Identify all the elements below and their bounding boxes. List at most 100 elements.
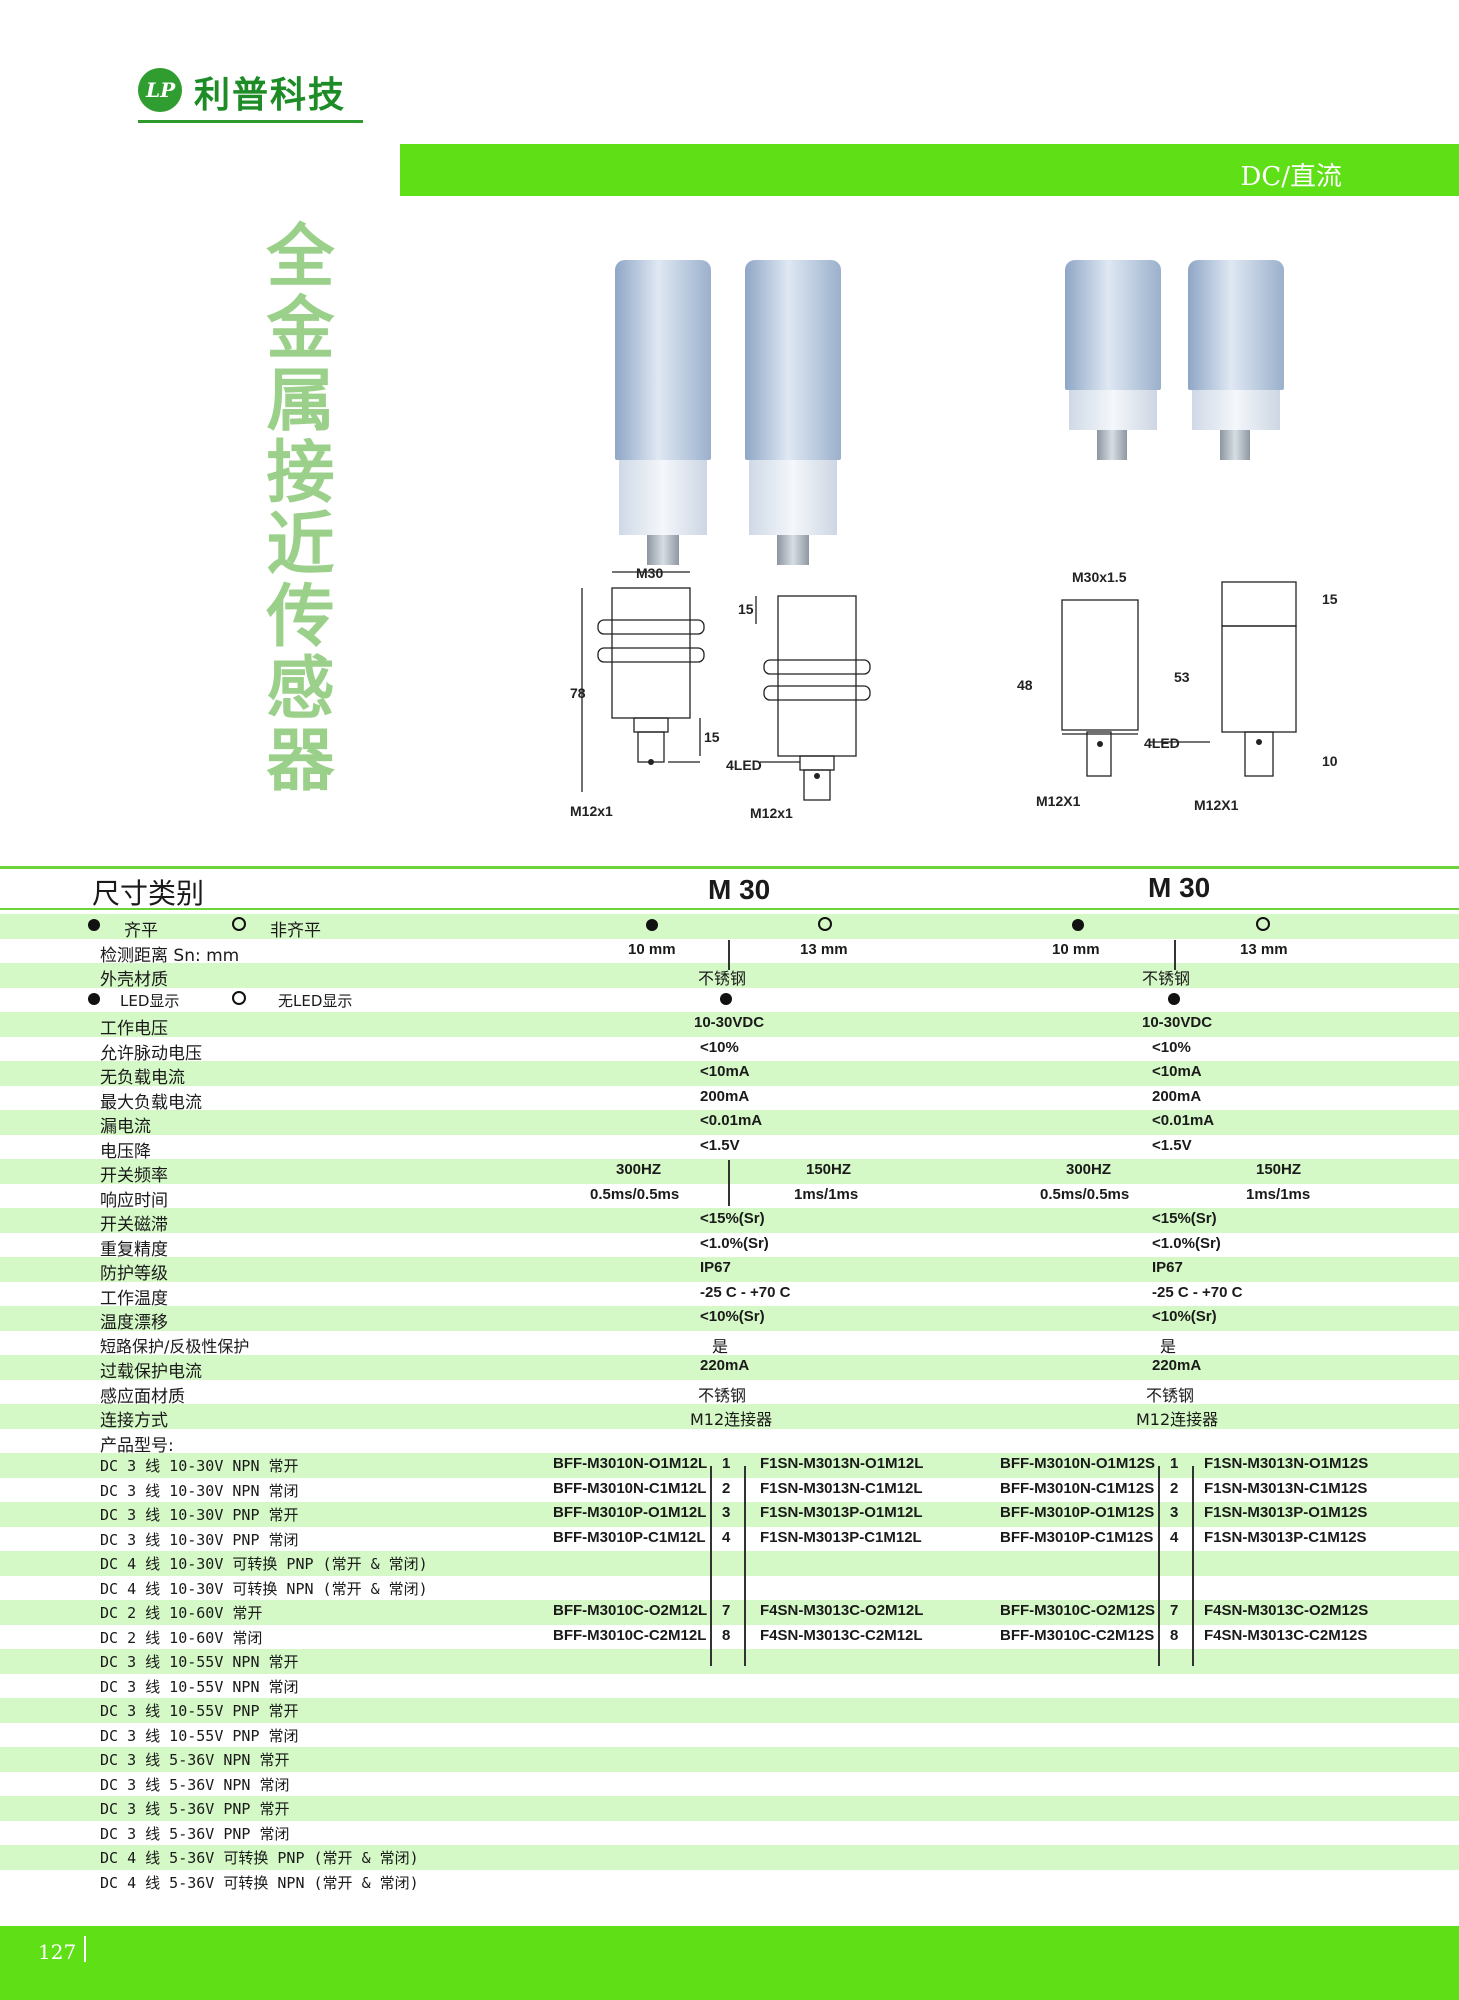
table-row-resp: 响应时间 0.5ms/0.5ms 1ms/1ms 0.5ms/0.5ms 1ms… <box>0 1184 1459 1211</box>
divider-header <box>0 908 1459 910</box>
model-code-b1: BFF-M3010P-O1M12S <box>1000 1504 1155 1521</box>
model-code-a2: F1SN-M3013N-C1M12L <box>760 1479 923 1497</box>
dim-left-m30: M30 <box>636 565 663 581</box>
distance-a1: 10 mm <box>628 940 676 958</box>
page-number-divider <box>84 1936 86 1962</box>
table-row-ip: 防护等级 IP67 IP67 <box>0 1257 1459 1284</box>
divider-models-a1 <box>710 1466 712 1666</box>
table-row-model: DC 4 线 5-36V 可转换 NPN (常开 & 常闭) <box>0 1870 1459 1895</box>
table-row-mount: 齐平 非齐平 <box>0 914 1459 941</box>
model-label: DC 3 线 5-36V PNP 常开 <box>100 1800 290 1818</box>
table-row-leak: 漏电流 <0.01mA <0.01mA <box>0 1110 1459 1137</box>
model-code-b2: F1SN-M3013P-O1M12S <box>1204 1504 1368 1521</box>
temp-a: -25 C - +70 C <box>700 1283 791 1301</box>
model-num-a: 3 <box>722 1504 731 1521</box>
model-label: DC 3 线 10-30V PNP 常闭 <box>100 1530 299 1549</box>
table-row-short: 短路保护/反极性保护 是 是 <box>0 1331 1459 1356</box>
led-dot <box>88 990 100 1009</box>
ip-label: 防护等级 <box>100 1264 168 1284</box>
dim-right-m12b: M12X1 <box>1194 797 1239 813</box>
model-code-b2: F1SN-M3013N-O1M12S <box>1204 1455 1369 1472</box>
col-b2-nonflush-ring <box>1256 916 1270 935</box>
model-label: DC 4 线 5-36V 可转换 PNP (常开 & 常闭) <box>100 1849 419 1867</box>
freq-b1: 300HZ <box>1066 1161 1112 1178</box>
freq-a1: 300HZ <box>616 1161 662 1178</box>
table-row-vdrop: 电压降 <1.5V <1.5V <box>0 1135 1459 1162</box>
dim-left-m12a: M12x1 <box>570 803 613 819</box>
table-row-model: DC 3 线 10-55V NPN 常开 <box>0 1649 1459 1674</box>
conn-b: M12连接器 <box>1136 1410 1219 1429</box>
model-num-a: 1 <box>722 1455 731 1472</box>
dim-left-78: 78 <box>570 685 586 701</box>
model-num-a: 2 <box>722 1479 731 1497</box>
temp-label: 工作温度 <box>100 1288 168 1309</box>
model-code-a2: F1SN-M3013P-O1M12L <box>760 1504 923 1521</box>
model-label: DC 3 线 5-36V NPN 常开 <box>100 1751 290 1769</box>
dim-right-m12a: M12X1 <box>1036 793 1081 809</box>
category-banner: DC/直流 <box>400 144 1459 196</box>
dim-left-m12b: M12x1 <box>750 805 793 821</box>
housing-label: 外壳材质 <box>100 970 168 990</box>
short-a: 是 <box>712 1336 729 1356</box>
model-label: DC 3 线 10-30V NPN 常闭 <box>100 1481 299 1500</box>
face-b: 不锈钢 <box>1146 1385 1195 1405</box>
col-a-led-dot <box>720 990 732 1009</box>
model-label: DC 3 线 5-36V PNP 常闭 <box>100 1824 290 1843</box>
model-label: DC 4 线 10-30V 可转换 PNP (常开 & 常闭) <box>100 1555 428 1573</box>
table-row-maxload: 最大负载电流 200mA 200mA <box>0 1086 1459 1113</box>
model-code-b2: F4SN-M3013C-O2M12S <box>1204 1602 1369 1619</box>
size-col-a: M 30 <box>708 874 771 905</box>
table-row-housing: 外壳材质 不锈钢 不锈钢 <box>0 963 1459 990</box>
resp-label: 响应时间 <box>100 1190 168 1211</box>
conn-a: M12连接器 <box>690 1410 773 1429</box>
dim-right-10: 10 <box>1322 753 1338 769</box>
distance-b2: 13 mm <box>1240 940 1288 958</box>
drift-label: 温度漂移 <box>100 1313 168 1333</box>
model-code-a1: BFF-M3010C-O2M12L <box>553 1602 708 1619</box>
divider-models-b1 <box>1158 1466 1160 1666</box>
model-label: DC 4 线 5-36V 可转换 NPN (常开 & 常闭) <box>100 1873 419 1892</box>
size-category-label: 尺寸类别 <box>92 877 205 910</box>
divider-freq-a <box>728 1160 730 1206</box>
distance-b1: 10 mm <box>1052 940 1100 958</box>
brand-logo: LP 利普科技 <box>138 64 363 123</box>
table-row-model: DC 4 线 10-30V 可转换 PNP (常开 & 常闭) <box>0 1551 1459 1576</box>
page-title: 全金属接近传感器 <box>254 220 333 796</box>
distance-label: 检测距离 Sn: mm <box>100 945 240 966</box>
divider-distance-a <box>728 940 730 970</box>
model-code-a2: F4SN-M3013C-O2M12L <box>760 1602 924 1619</box>
col-a1-flush-dot <box>646 916 658 935</box>
short-b: 是 <box>1160 1336 1177 1356</box>
leak-label: 漏电流 <box>100 1117 151 1137</box>
spec-table: 齐平 非齐平 检测距离 Sn: mm 10 mm 13 mm 10 mm 13 … <box>0 914 1459 1894</box>
model-code-b1: BFF-M3010N-C1M12S <box>1000 1479 1155 1497</box>
model-code-b2: F4SN-M3013C-C2M12S <box>1204 1626 1368 1644</box>
mount-nonflush-label: 非齐平 <box>270 921 321 941</box>
model-num-b: 3 <box>1170 1504 1179 1521</box>
hyst-label: 开关磁滞 <box>100 1215 168 1235</box>
model-label: DC 2 线 10-60V 常开 <box>100 1604 263 1622</box>
dim-right-48: 48 <box>1017 677 1033 693</box>
table-row-model: DC 3 线 5-36V NPN 常闭 <box>0 1772 1459 1797</box>
vdrop-label: 电压降 <box>100 1141 151 1162</box>
table-row-overload: 过载保护电流 220mA 220mA <box>0 1355 1459 1382</box>
ripple-a: <10% <box>700 1038 739 1056</box>
model-num-b: 2 <box>1170 1479 1179 1497</box>
ripple-b: <10% <box>1152 1038 1191 1056</box>
resp-b1: 0.5ms/0.5ms <box>1040 1185 1130 1203</box>
leak-b: <0.01mA <box>1152 1112 1215 1129</box>
table-row-model: DC 3 线 5-36V PNP 常闭 <box>0 1821 1459 1846</box>
model-code-a2: F1SN-M3013P-C1M12L <box>760 1528 922 1546</box>
table-row-model: DC 3 线 5-36V NPN 常开 <box>0 1747 1459 1772</box>
model-num-b: 8 <box>1170 1626 1179 1644</box>
ip-b: IP67 <box>1152 1259 1183 1276</box>
col-b1-flush-dot <box>1072 916 1084 935</box>
face-a: 不锈钢 <box>698 1385 747 1405</box>
model-label: DC 3 线 10-55V NPN 常开 <box>100 1653 299 1671</box>
model-label: DC 3 线 5-36V NPN 常闭 <box>100 1775 290 1794</box>
size-col-b: M 30 <box>1148 872 1211 903</box>
repeat-a: <1.0%(Sr) <box>700 1234 769 1252</box>
